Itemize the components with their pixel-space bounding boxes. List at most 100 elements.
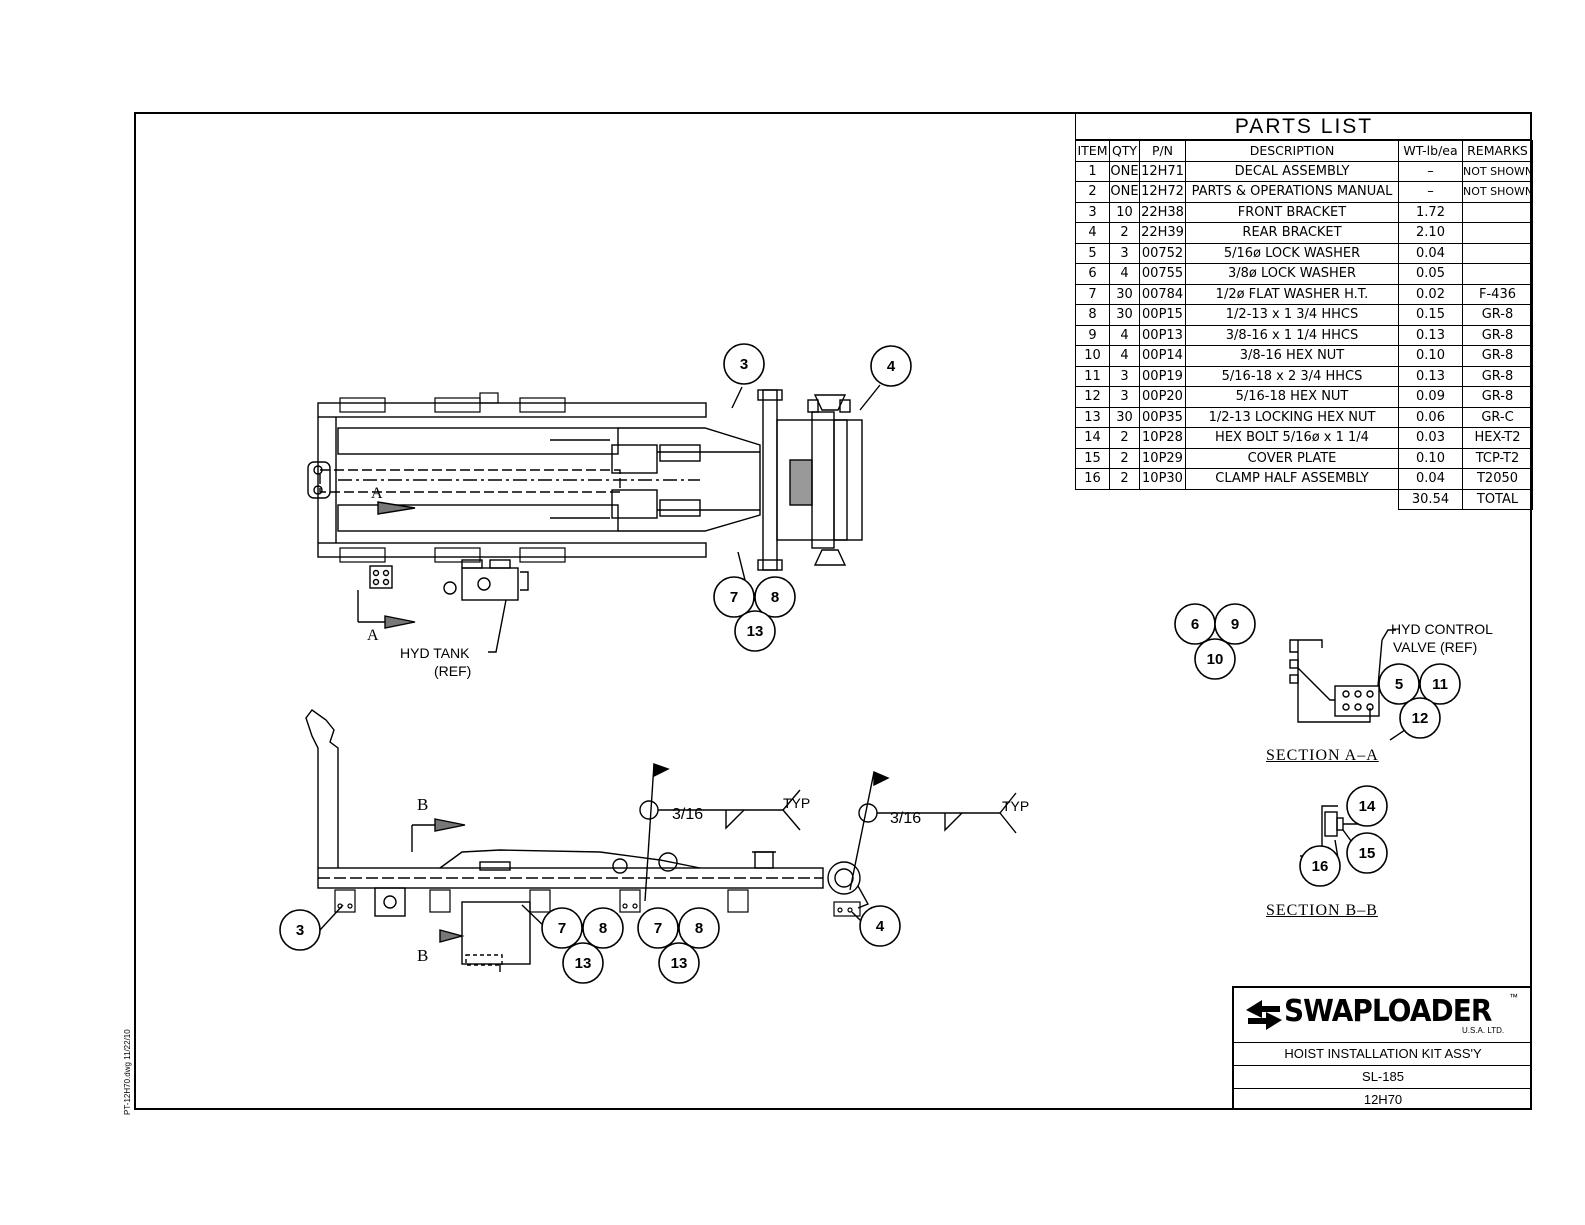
balloon-number: 13 [671,955,688,972]
parts-cell: 3 [1109,386,1140,408]
parts-cell: 10 [1109,201,1140,223]
parts-cell: 3/8-16 HEX NUT [1185,345,1399,367]
brand-tm: ™ [1509,992,1518,1002]
rail-top [317,402,707,418]
parts-cell: 14 [1075,427,1110,449]
balloon-circle [279,909,321,951]
balloon-circle [582,907,624,949]
parts-cell: 00P13 [1139,324,1186,346]
parts-cell: 2.10 [1398,222,1463,244]
parts-cell: 12 [1075,386,1110,408]
side-view [305,709,1017,972]
parts-cell: 2 [1109,447,1140,469]
parts-cell: 2 [1109,427,1140,449]
center-beam [319,469,621,493]
parts-cell: 12H71 [1139,160,1186,182]
parts-cell: 22H38 [1139,201,1186,223]
parts-cell: 2 [1075,181,1110,203]
balloon-circle [859,905,901,947]
parts-cell: 7 [1075,283,1110,305]
hyd-tank-label: HYD TANK [400,645,470,661]
parts-cell: 00P15 [1139,304,1186,326]
parts-cell: 0.04 [1398,242,1463,264]
parts-header-cell: REMARKS [1462,140,1533,162]
brand-name: SWAPLOADER [1284,994,1492,1029]
weld-typ-1: TYP [783,795,811,811]
parts-cell: 10 [1075,345,1110,367]
balloon-circle [658,942,700,984]
balloon-circle [637,907,679,949]
balloon-circle [734,610,776,652]
parts-cell: 5/16-18 HEX NUT [1185,386,1399,408]
section-bb-title: SECTION B–B [1266,902,1378,919]
parts-cell: GR-8 [1462,365,1533,387]
parts-cell: 00752 [1139,242,1186,264]
balloon-circle [754,576,796,618]
parts-cell: 0.03 [1398,427,1463,449]
plan-view [307,384,881,653]
balloon-number: 3 [296,922,304,939]
parts-cell: NOT SHOWN [1462,160,1533,182]
balloon-number: 3 [740,356,748,373]
cylinder-upper [337,427,619,455]
parts-cell [1462,263,1533,285]
balloon-circle [1299,845,1341,887]
balloon-circle [1346,785,1388,827]
parts-cell: 0.06 [1398,406,1463,428]
weld-typ-2: TYP [1002,798,1030,814]
balloon-number: 5 [1395,676,1403,693]
hyd-control-ref-label: VALVE (REF) [1393,639,1478,655]
parts-cell: F-436 [1462,283,1533,305]
brand-sub: U.S.A. LTD. [1462,1026,1505,1035]
parts-cell: HEX BOLT 5/16ø x 1 1/4 [1185,427,1399,449]
balloon-circle [870,345,912,387]
parts-cell: 4 [1075,222,1110,244]
balloon-number: 11 [1432,676,1448,693]
weld-symbol-2 [849,770,1017,891]
balloon-number: 8 [599,920,607,937]
balloon-number: 16 [1312,858,1329,875]
balloon-circle [713,576,755,618]
parts-cell: NOT SHOWN [1462,181,1533,203]
balloon-number: 6 [1191,616,1199,633]
balloon-number: 14 [1359,798,1376,815]
parts-cell: 00784 [1139,283,1186,305]
parts-cell: 0.15 [1398,304,1463,326]
section-aa-view [1289,629,1421,741]
balloon-circle [1378,663,1420,705]
parts-cell: 2 [1109,222,1140,244]
parts-cell: GR-8 [1462,345,1533,367]
parts-cell [1462,242,1533,264]
drawing-number: 12H70 [1363,1092,1403,1107]
swaploader-s-icon [1246,1000,1282,1030]
parts-header-cell: QTY [1109,140,1140,162]
parts-cell: 30 [1109,406,1140,428]
parts-cell: GR-C [1462,406,1533,428]
section-aa-title: SECTION A–A [1266,747,1379,764]
balloon-circle [562,942,604,984]
tank-side [461,901,531,965]
parts-cell: 0.10 [1398,447,1463,469]
parts-cell: HEX-T2 [1462,427,1533,449]
parts-cell: ONE [1109,160,1140,182]
balloon-circle [1399,697,1441,739]
parts-list-title: PARTS LIST [1075,114,1532,140]
parts-cell: 4 [1109,263,1140,285]
parts-cell: 3 [1109,365,1140,387]
balloon-circle [1214,603,1256,645]
rear-crossmember [762,389,778,571]
parts-cell: 0.05 [1398,263,1463,285]
parts-cell: TCP-T2 [1462,447,1533,469]
balloon-number: 8 [771,589,779,606]
hyd-control-label: HYD CONTROL [1391,621,1493,637]
parts-cell: REAR BRACKET [1185,222,1399,244]
